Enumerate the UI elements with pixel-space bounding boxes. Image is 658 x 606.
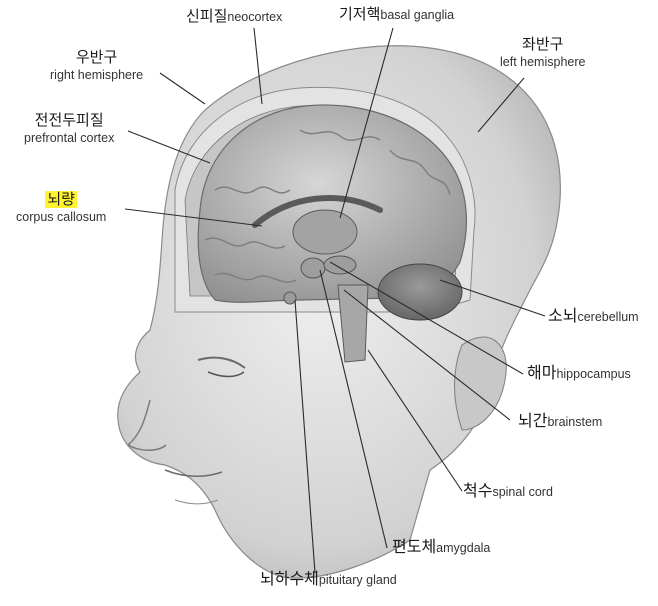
pituitary-shape [283,291,297,305]
label-prefrontal-cortex: 전전두피질 prefrontal cortex [24,112,114,146]
cerebellum-shape [377,263,463,321]
leader-line-amygdala [319,269,388,549]
leader-line-right-hemisphere [159,72,206,105]
label-left-hemisphere: 좌반구 left hemisphere [500,36,585,70]
label-hippocampus-en: hippocampus [556,367,631,381]
label-amygdala: 편도체amygdala [392,539,490,557]
label-left-hemisphere-ko: 좌반구 [522,36,564,53]
leader-line-basal-ganglia [339,27,394,219]
label-prefrontal-cortex-en: prefrontal cortex [24,131,115,146]
label-spinal-cord: 척수spinal cord [463,483,553,501]
label-neocortex: 신피질neocortex [186,8,282,26]
label-right-hemisphere: 우반구 right hemisphere [50,49,143,83]
leader-line-spinal-cord [367,349,463,492]
label-spinal-cord-en: spinal cord [492,485,553,499]
leader-line-cerebellum [439,279,546,317]
label-pituitary-gland-ko: 뇌하수체 [260,571,319,588]
label-basal-ganglia-ko: 기저핵 [339,6,381,23]
leader-line-pituitary-gland [294,299,316,574]
leader-line-neocortex [253,27,263,105]
label-corpus-callosum-ko: 뇌량 [45,191,77,208]
leader-line-left-hemisphere [477,77,525,133]
label-neocortex-ko: 신피질 [186,8,228,25]
brainstem-shape [337,284,369,363]
label-prefrontal-cortex-ko: 전전두피질 [34,112,104,129]
label-amygdala-ko: 편도체 [392,539,437,556]
label-neocortex-en: neocortex [227,10,283,24]
label-cerebellum: 소뇌cerebellum [548,308,639,326]
label-pituitary-gland-en: pituitary gland [318,573,397,587]
label-corpus-callosum: 뇌량 corpus callosum [16,191,106,225]
label-pituitary-gland: 뇌하수체pituitary gland [260,571,397,589]
label-spinal-cord-ko: 척수 [463,483,493,500]
leader-line-corpus-callosum [124,208,263,227]
label-right-hemisphere-en: right hemisphere [50,68,144,83]
label-hippocampus: 해마hippocampus [527,365,631,383]
label-cerebellum-en: cerebellum [577,310,639,324]
label-hippocampus-ko: 해마 [527,365,557,382]
leader-line-brainstem [343,289,511,421]
label-brainstem: 뇌간brainstem [518,413,602,431]
leader-line-hippocampus [329,261,524,375]
label-amygdala-en: amygdala [436,541,491,555]
label-right-hemisphere-ko: 우반구 [75,49,118,66]
label-cerebellum-ko: 소뇌 [548,308,578,325]
label-brainstem-ko: 뇌간 [518,413,548,430]
label-corpus-callosum-en: corpus callosum [16,210,107,225]
label-basal-ganglia-en: basal ganglia [380,8,455,22]
label-brainstem-en: brainstem [547,415,603,429]
label-left-hemisphere-en: left hemisphere [500,55,586,70]
leader-line-prefrontal-cortex [127,130,211,164]
brain [197,104,467,303]
label-basal-ganglia: 기저핵basal ganglia [339,6,454,24]
